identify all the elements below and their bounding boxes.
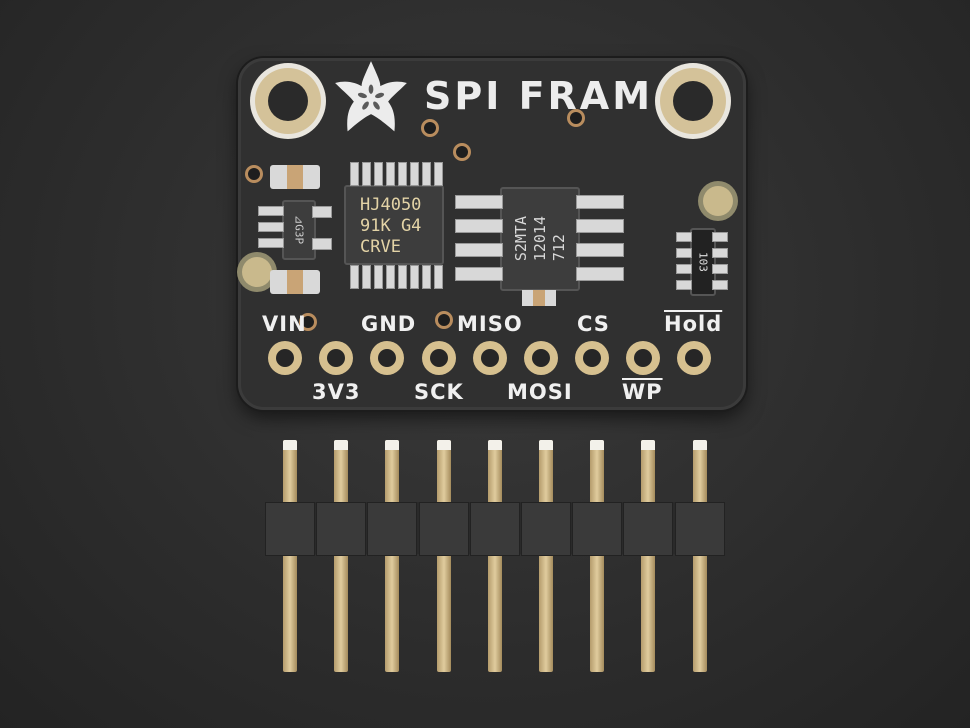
housing-segment <box>623 502 674 556</box>
level-shifter-chip: HJ4050 91K G4 CRVE <box>344 185 444 265</box>
chip-leg <box>312 206 332 218</box>
chip-leg <box>712 232 728 242</box>
pin-hole-8 <box>626 341 660 375</box>
header-pin <box>590 440 605 672</box>
pin-hole-1 <box>268 341 302 375</box>
pin-label-mosi: MOSI <box>507 380 573 404</box>
housing-segment <box>674 502 725 556</box>
chip-leg <box>350 162 359 186</box>
pin-hole-6 <box>524 341 558 375</box>
flower-star-icon <box>335 61 407 132</box>
header-pin <box>283 440 297 672</box>
housing-segment <box>572 502 623 556</box>
chip-leg <box>258 238 284 248</box>
pin-hole-5 <box>473 341 507 375</box>
pin-hole-7 <box>575 341 609 375</box>
housing-segment <box>367 502 418 556</box>
mounting-hole-right <box>660 68 726 134</box>
chip-leg <box>455 243 503 257</box>
header-pin <box>487 440 502 672</box>
header-pin <box>641 440 656 672</box>
housing-segment <box>521 502 571 556</box>
chip-leg <box>455 267 503 281</box>
chip-leg <box>576 195 624 209</box>
housing-segment <box>418 502 469 556</box>
chip-leg <box>422 265 431 289</box>
chip-leg <box>258 206 284 216</box>
chip-leg <box>676 280 692 290</box>
header-pin <box>692 440 707 672</box>
small-capacitor <box>522 290 556 306</box>
chip-leg <box>362 162 371 186</box>
chip-leg <box>362 265 371 289</box>
chip-leg <box>258 222 284 232</box>
pin-label-3v3: 3V3 <box>312 380 361 404</box>
header-pin <box>334 440 349 672</box>
via <box>456 146 468 158</box>
pin-hole-3 <box>370 341 404 375</box>
board-title: SPI FRAM <box>424 74 654 118</box>
capacitor <box>270 270 320 294</box>
via <box>570 112 582 124</box>
regulator-chip: ⊿G3P <box>282 200 316 260</box>
chip-leg <box>455 195 503 209</box>
chip-leg <box>455 219 503 233</box>
pin-label-cs: CS <box>577 312 610 336</box>
via <box>248 168 260 180</box>
header-pin <box>539 440 553 672</box>
header-pin <box>385 440 400 672</box>
chip-leg <box>386 265 395 289</box>
chip-leg <box>434 162 443 186</box>
chip-leg <box>410 265 419 289</box>
chip-leg <box>386 162 395 186</box>
header-pin <box>436 440 451 672</box>
chip-leg <box>712 264 728 274</box>
pin-hole-4 <box>422 341 456 375</box>
chip-leg <box>422 162 431 186</box>
via <box>302 316 314 328</box>
chip-leg <box>410 162 419 186</box>
chip-leg <box>576 243 624 257</box>
chip-leg <box>398 265 407 289</box>
test-pad <box>703 186 733 216</box>
pin-hole-2 <box>319 341 353 375</box>
housing-segment <box>316 502 367 556</box>
chip-leg <box>374 265 383 289</box>
via <box>424 122 436 134</box>
chip-leg <box>312 238 332 250</box>
pin-label-miso: MISO <box>457 312 523 336</box>
chip-leg <box>676 264 692 274</box>
chip-leg <box>434 265 443 289</box>
test-pad <box>242 257 272 287</box>
housing-segment <box>469 502 520 556</box>
mounting-hole-left <box>255 68 321 134</box>
via <box>438 314 450 326</box>
capacitor <box>270 165 320 189</box>
pin-label-sck: SCK <box>414 380 464 404</box>
housing-segment <box>265 502 315 556</box>
pin-label-vin: VIN <box>262 312 307 336</box>
chip-leg <box>576 219 624 233</box>
chip-leg <box>676 248 692 258</box>
chip-leg <box>676 232 692 242</box>
chip-leg <box>576 267 624 281</box>
pin-hole-9 <box>677 341 711 375</box>
chip-leg <box>374 162 383 186</box>
pin-label-gnd: GND <box>361 312 417 336</box>
chip-leg <box>350 265 359 289</box>
chip-leg <box>398 162 407 186</box>
pin-label-hold: Hold <box>664 312 723 336</box>
chip-leg <box>712 280 728 290</box>
chip-leg <box>712 248 728 258</box>
resistor-array: 103 <box>690 228 716 296</box>
pin-label-wp: WP <box>622 380 663 404</box>
